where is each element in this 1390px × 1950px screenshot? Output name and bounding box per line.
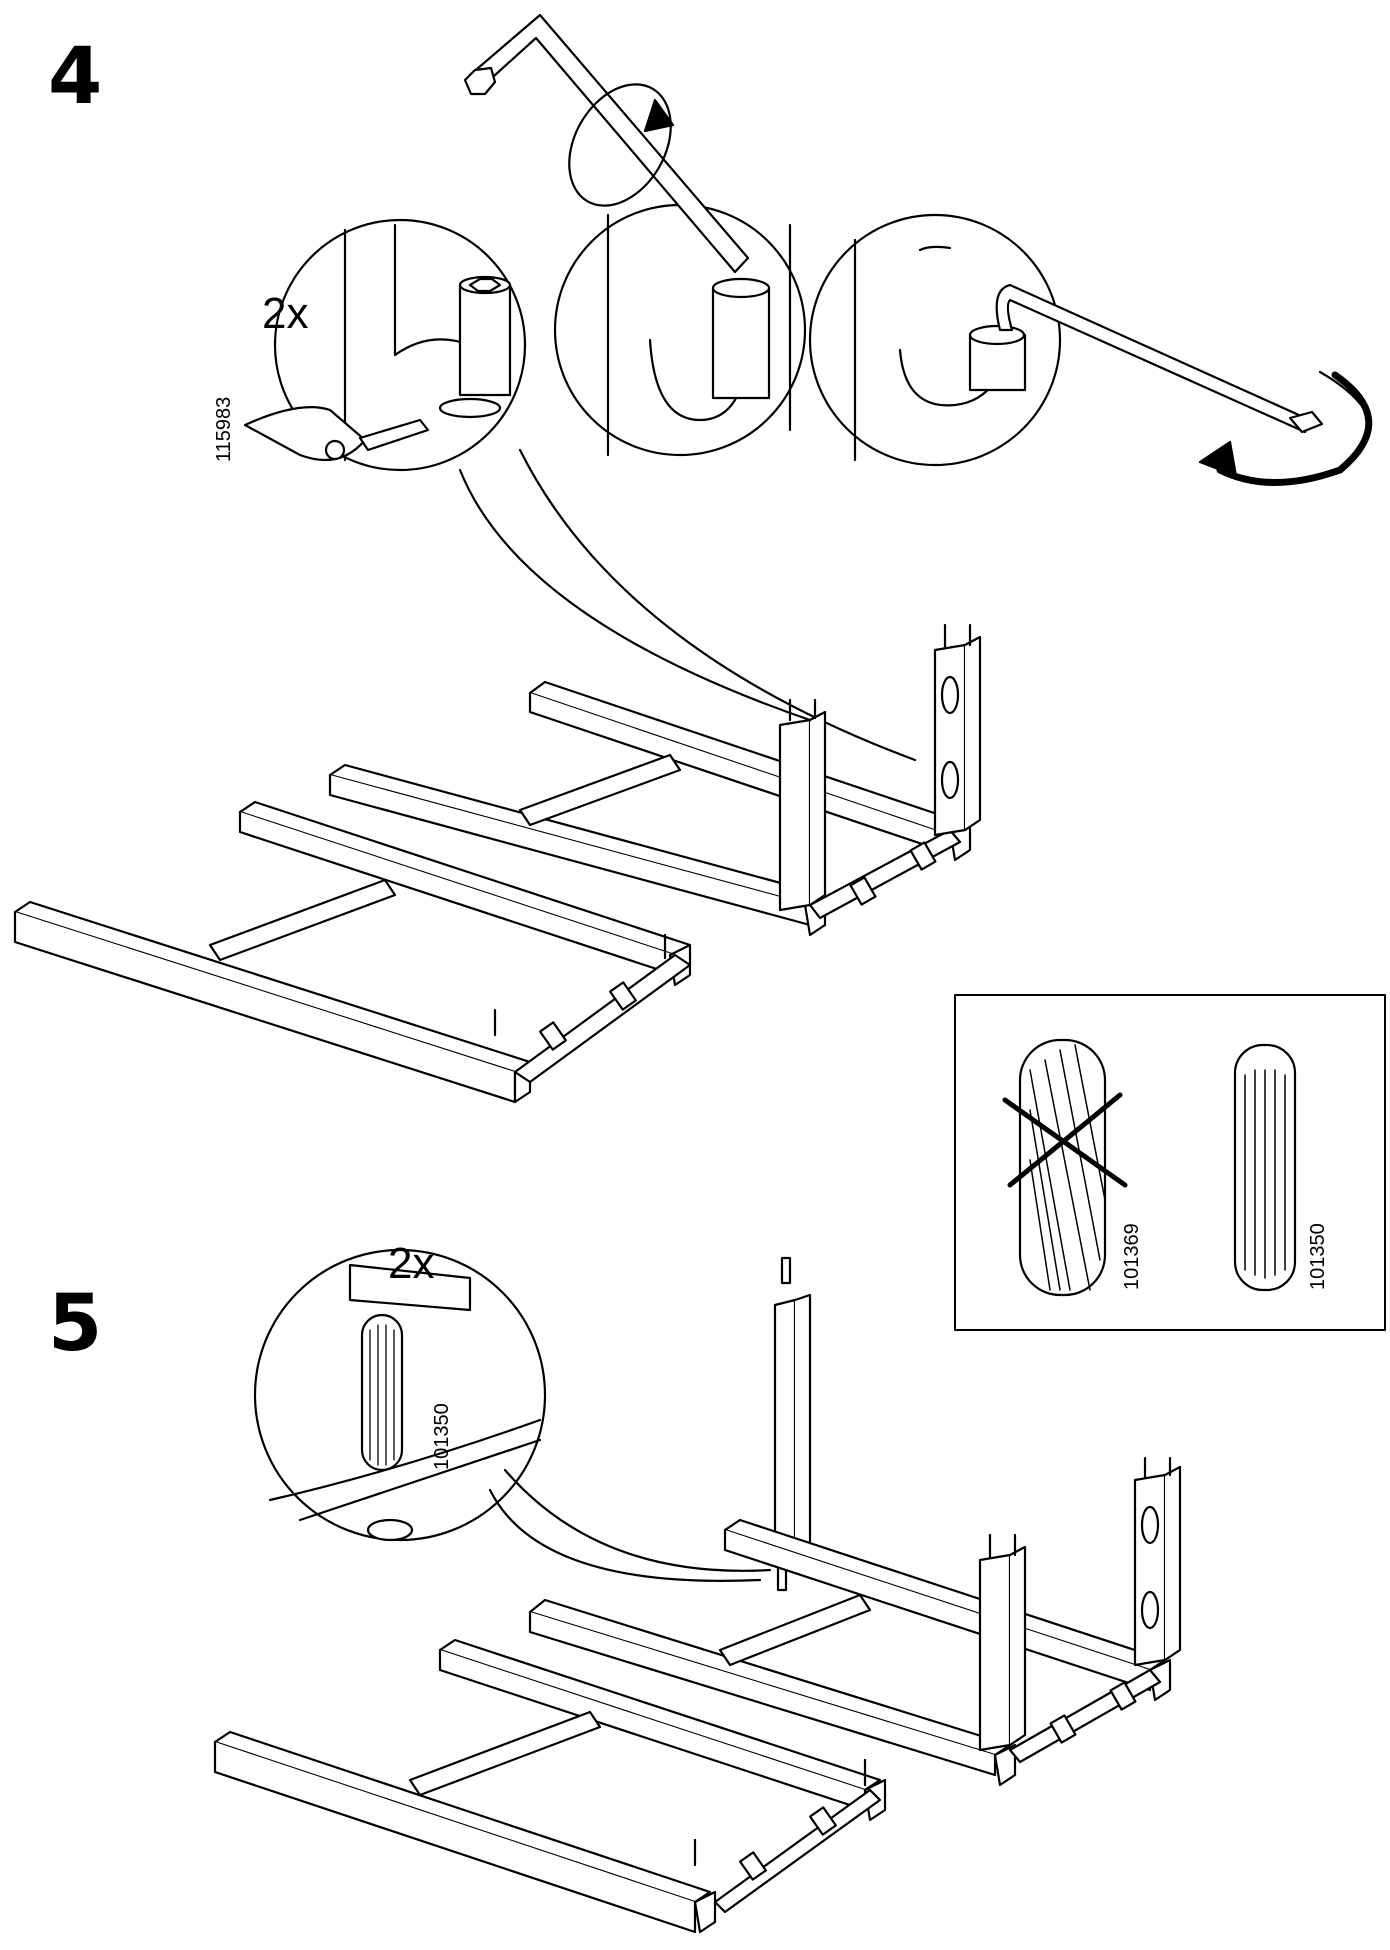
wrong-dowel <box>1005 1040 1125 1295</box>
part-number-wrong-dowel: 101369 <box>1121 1223 1143 1290</box>
rotation-arrow <box>1200 372 1370 483</box>
step4-detail-circle-1 <box>245 220 525 470</box>
part-number-step5: 101350 <box>431 1403 453 1470</box>
hex-key-tool <box>465 15 748 272</box>
part-number-step4: 115983 <box>213 396 235 462</box>
step-number-4: 4 <box>48 32 103 122</box>
part-number-correct-dowel: 101350 <box>1307 1223 1329 1290</box>
quantity-label-step5: 2x <box>388 1239 435 1288</box>
quantity-label-step4: 2x <box>262 289 309 338</box>
dowel-comparison-box <box>955 995 1385 1330</box>
step5-frame <box>215 1258 1180 1932</box>
step4-detail-circle-2 <box>555 205 805 455</box>
step4-frame <box>15 625 980 1102</box>
step4-detail-circle-3 <box>810 215 1322 465</box>
step5-detail-circle <box>255 1250 770 1581</box>
correct-dowel <box>1235 1045 1295 1290</box>
step-number-5: 5 <box>48 1279 103 1369</box>
